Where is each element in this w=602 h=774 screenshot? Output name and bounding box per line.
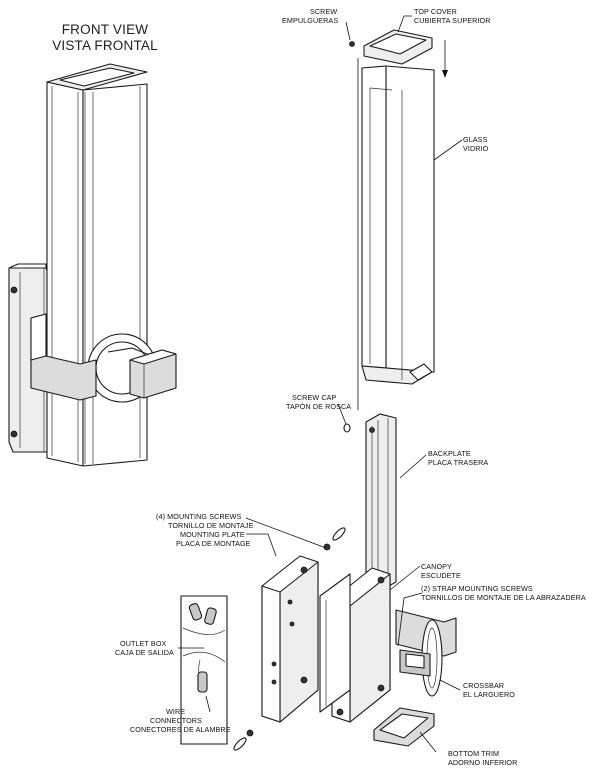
front-screw-top-icon xyxy=(10,286,18,294)
label-screw-cap-es: TAPÓN DE ROSCA xyxy=(286,402,351,411)
label-canopy-en: CANOPY xyxy=(421,562,452,571)
label-mounting-plate: MOUNTING PLATE PLACA DE MONTAGE xyxy=(176,530,251,548)
bottom-trim-part xyxy=(373,707,435,747)
leader-lines xyxy=(178,15,463,753)
wire-nut-1-icon xyxy=(188,603,203,621)
label-mounting-plate-en: MOUNTING PLATE xyxy=(180,530,245,539)
title-line-1: FRONT VIEW xyxy=(62,22,149,37)
front-view-title: FRONT VIEW VISTA FRONTAL xyxy=(52,22,158,53)
label-mounting-screws-en: (4) MOUNTING SCREWS xyxy=(156,512,241,521)
label-crossbar: CROSSBAR EL LARGUERO xyxy=(463,681,515,699)
crossbar-part xyxy=(395,609,457,697)
label-screw: SCREW EMPULGUERAS xyxy=(282,7,338,25)
label-wire-connectors-en-2: CONNECTORS xyxy=(150,716,202,725)
label-mounting-plate-es: PLACA DE MONTAGE xyxy=(176,539,251,548)
label-mounting-screws-es: TORNILLO DE MONTAJE xyxy=(168,521,254,530)
label-top-cover-es: CUBIERTA SUPERIOR xyxy=(414,16,491,25)
label-strap-screws: (2) STRAP MOUNTING SCREWS TORNILLOS DE M… xyxy=(421,584,586,602)
label-screw-cap-en: SCREW CAP xyxy=(292,393,337,402)
label-crossbar-en: CROSSBAR xyxy=(463,681,504,690)
label-bottom-trim: BOTTOM TRIM ADORNO INFERIOR xyxy=(448,749,517,767)
label-screw-en: SCREW xyxy=(310,7,337,16)
label-mounting-screws: (4) MOUNTING SCREWS TORNILLO DE MONTAJE xyxy=(156,512,254,530)
label-bottom-trim-es: ADORNO INFERIOR xyxy=(448,758,517,767)
wire-nut-2-icon xyxy=(204,607,217,625)
mounting-plate-part xyxy=(261,555,319,723)
label-crossbar-es: EL LARGUERO xyxy=(463,690,515,699)
label-top-cover: TOP COVER CUBIERTA SUPERIOR xyxy=(414,7,491,25)
label-screw-es: EMPULGUERAS xyxy=(282,16,338,25)
label-glass-en: GLASS xyxy=(463,135,488,144)
label-bottom-trim-en: BOTTOM TRIM xyxy=(448,749,499,758)
wire-nut-3-icon xyxy=(197,671,208,693)
outlet-box-part xyxy=(319,573,351,713)
top-cover-part xyxy=(349,29,448,410)
backplate-part xyxy=(365,413,397,593)
label-outlet-box: OUTLET BOX CAJA DE SALIDA xyxy=(115,639,174,657)
label-strap-screws-en: (2) STRAP MOUNTING SCREWS xyxy=(421,584,533,593)
exploded-view xyxy=(180,29,457,751)
label-strap-screws-es: TORNILLOS DE MONTAJE DE LA ABRAZADERA xyxy=(421,593,586,602)
label-canopy: CANOPY ESCUDETE xyxy=(421,562,461,580)
label-backplate-es: PLACA TRASERA xyxy=(428,458,488,467)
label-top-cover-en: TOP COVER xyxy=(414,7,457,16)
label-wire-connectors-es: CONECTORES DE ALAMBRE xyxy=(130,725,231,734)
front-glass-left-face xyxy=(46,81,84,467)
front-glass-right-face xyxy=(82,83,148,467)
front-screw-bottom-icon xyxy=(10,430,18,438)
screw-cap-icon xyxy=(343,423,351,433)
label-glass: GLASS VIDRIO xyxy=(463,135,489,153)
label-backplate: BACKPLATE PLACA TRASERA xyxy=(428,449,488,467)
label-outlet-box-es: CAJA DE SALIDA xyxy=(115,648,174,657)
front-view-fixture xyxy=(8,63,177,467)
title-line-2: VISTA FRONTAL xyxy=(52,38,158,53)
wire-connectors-inset xyxy=(180,595,228,745)
screw-icon xyxy=(349,41,355,47)
glass-part xyxy=(361,65,435,385)
mounting-screws xyxy=(233,527,346,751)
label-wire-connectors-en-1: WIRE xyxy=(166,707,185,716)
label-screw-cap: SCREW CAP TAPÓN DE ROSCA xyxy=(286,393,351,411)
label-glass-es: VIDRIO xyxy=(463,144,489,153)
label-backplate-en: BACKPLATE xyxy=(428,449,471,458)
label-wire-connectors: WIRE CONNECTORS CONECTORES DE ALAMBRE xyxy=(130,707,231,734)
label-outlet-box-en: OUTLET BOX xyxy=(120,639,167,648)
label-canopy-es: ESCUDETE xyxy=(421,571,461,580)
